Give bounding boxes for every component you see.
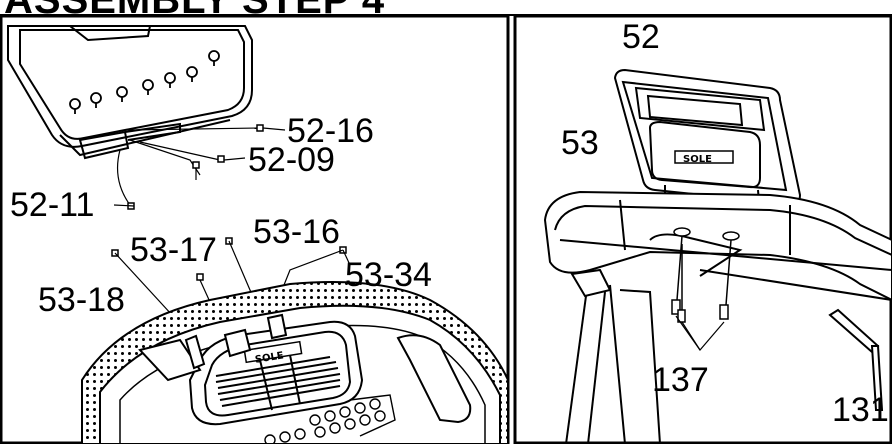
- label-52-16: 52-16: [287, 112, 374, 150]
- label-52-09: 52-09: [248, 141, 335, 179]
- label-53: 53: [561, 124, 599, 162]
- wires: [117, 127, 259, 206]
- right-console: [613, 68, 802, 217]
- label-53-17: 53-17: [130, 231, 217, 269]
- console-brand-left: SOLE: [254, 350, 284, 365]
- label-53-34: 53-34: [345, 256, 432, 294]
- right-handlebar: [543, 190, 892, 302]
- console-holes: [69, 50, 220, 114]
- step-title: ASSEMBLY STEP 4: [4, 0, 386, 22]
- side-grips: [138, 313, 472, 424]
- label-52: 52: [622, 18, 660, 56]
- console-rear-panel: [7, 25, 253, 157]
- allen-key-131: [828, 308, 884, 411]
- label-137: 137: [652, 361, 709, 399]
- bolts-137: [671, 227, 740, 323]
- console-keys: [264, 394, 396, 444]
- console-brand-plate: [243, 340, 303, 364]
- label-52-11: 52-11: [10, 186, 95, 224]
- leader-137: [675, 315, 725, 351]
- console-bracket: [78, 122, 181, 160]
- label-131: 131: [832, 391, 889, 429]
- console-brand-right: SOLE: [683, 154, 712, 165]
- right-brand-plate: [674, 150, 734, 164]
- right-upright: [565, 233, 892, 444]
- label-53-16: 53-16: [253, 213, 340, 251]
- label-53-18: 53-18: [38, 281, 125, 319]
